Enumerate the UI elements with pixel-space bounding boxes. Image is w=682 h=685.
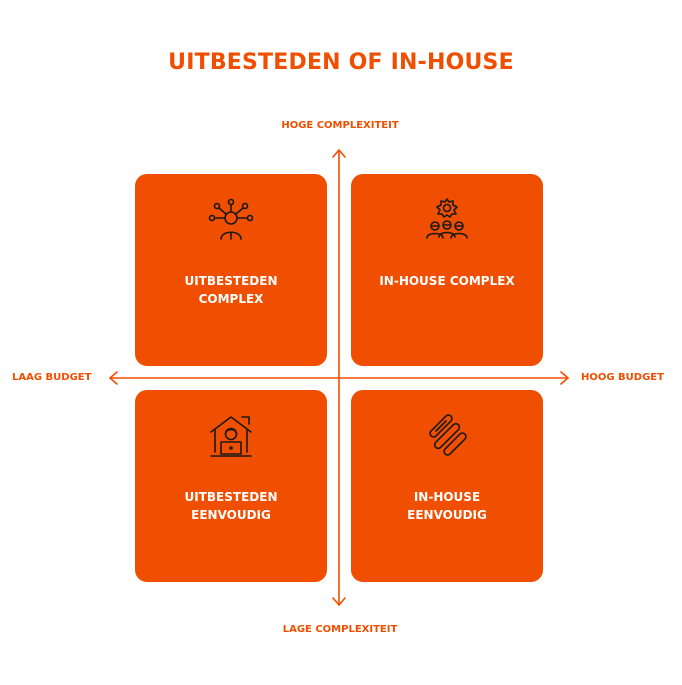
axis-label-top: HOGE COMPLEXITEIT — [281, 120, 399, 131]
quadrant-outsource-simple: UITBESTEDEN EENVOUDIG — [135, 390, 327, 582]
home-worker-icon — [210, 416, 252, 457]
team-gear-icon — [426, 198, 468, 239]
network-person-icon — [208, 198, 254, 240]
quadrant-label-line2: COMPLEX — [198, 292, 264, 306]
quadrant-outsource-complex: UITBESTEDEN COMPLEX — [135, 174, 327, 366]
quadrant-inhouse-simple: IN-HOUSE EENVOUDIG — [351, 390, 543, 582]
axis-label-bottom: LAGE COMPLEXITEIT — [282, 624, 398, 635]
quadrant-label-line1: UITBESTEDEN — [184, 490, 278, 504]
quadrant-label: UITBESTEDEN EENVOUDIG — [141, 488, 321, 524]
quadrant-label-line2: EENVOUDIG — [407, 508, 487, 522]
quadrant-label: UITBESTEDEN COMPLEX — [141, 272, 321, 308]
page-title: UITBESTEDEN OF IN-HOUSE — [168, 50, 514, 75]
quadrant-label-line1: IN-HOUSE — [413, 490, 481, 504]
quadrant-label-line2: EENVOUDIG — [191, 508, 271, 522]
stacked-bars-icon — [429, 414, 467, 456]
quadrant-label-line1: IN-HOUSE COMPLEX — [379, 274, 515, 288]
horizontal-axis — [109, 371, 569, 385]
quadrant-label-line1: UITBESTEDEN — [184, 274, 278, 288]
quadrant-label: IN-HOUSE EENVOUDIG — [357, 488, 537, 524]
axis-label-left: LAAG BUDGET — [12, 372, 92, 383]
quadrant-label: IN-HOUSE COMPLEX — [357, 272, 537, 290]
quadrant-inhouse-complex: IN-HOUSE COMPLEX — [351, 174, 543, 366]
axis-label-right: HOOG BUDGET — [581, 372, 664, 383]
